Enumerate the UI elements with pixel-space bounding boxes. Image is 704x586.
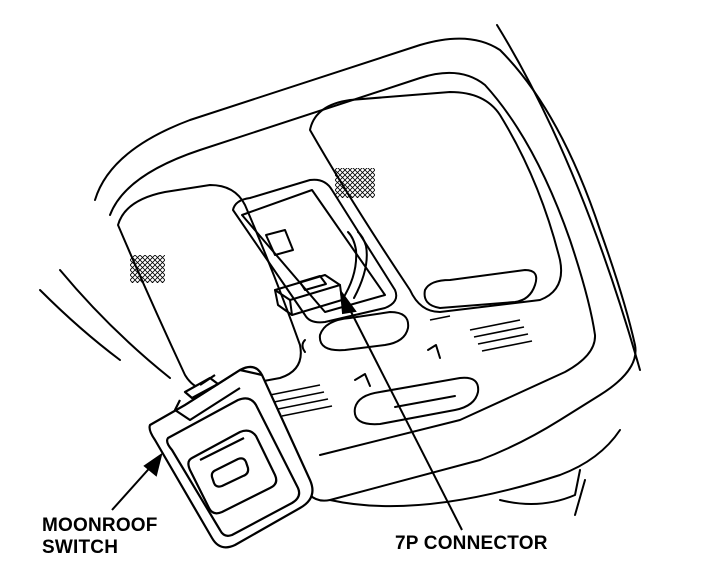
dome-button-2 — [353, 376, 480, 426]
left-map-light-lens — [117, 184, 302, 392]
right-map-light-lens — [309, 91, 562, 313]
connector-leader-line — [344, 299, 463, 531]
right-lens-slot — [423, 269, 538, 309]
console-outline — [94, 37, 637, 502]
right-lens-texture — [335, 168, 375, 198]
switch-leader-line — [111, 461, 156, 511]
connector-label: 7P CONNECTOR — [395, 533, 548, 554]
roof-edge-left-inner — [39, 289, 121, 361]
roof-edge-right — [496, 24, 641, 371]
switch-arrowhead — [143, 452, 163, 477]
left-lens-texture — [130, 255, 165, 283]
moonroof-switch-label-line-2: SWITCH — [42, 537, 119, 558]
switch-opening — [232, 178, 398, 324]
roof-edge-left — [59, 269, 171, 379]
wire-harness — [341, 231, 358, 301]
switch-opening-inner — [241, 189, 386, 313]
connector-arrowhead — [339, 288, 357, 315]
dome-button-1 — [318, 311, 410, 352]
moonroof-switch-body — [148, 365, 314, 549]
console-bottom-lip — [499, 469, 581, 505]
console-inner-outline — [109, 71, 597, 456]
console-bottom — [329, 429, 621, 508]
moonroof-switch-label: MOONROOF SWITCH — [42, 515, 158, 559]
moonroof-switch-label-line-1: MOONROOF — [42, 515, 158, 536]
